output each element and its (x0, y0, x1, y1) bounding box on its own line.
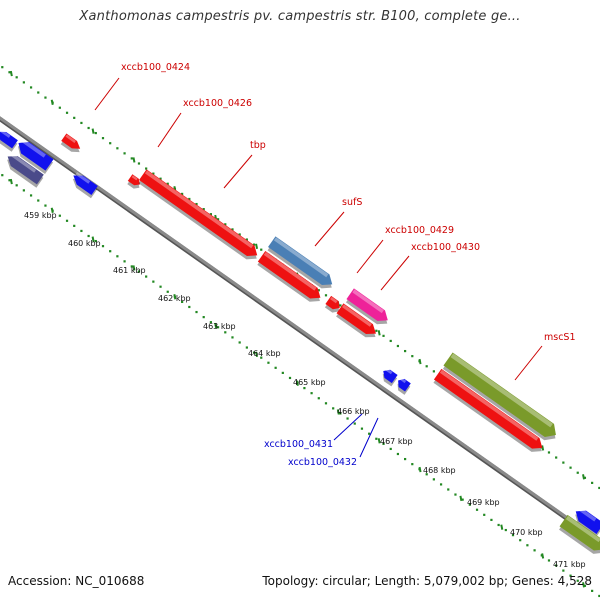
scale-label: 461 kbp (113, 266, 146, 275)
genome-backbone (0, 116, 600, 545)
gene-xccb100_0426[interactable] (126, 174, 143, 191)
gene-label-mscS1[interactable]: mscS1 (514, 332, 576, 381)
scale-label: 462 kbp (158, 294, 191, 303)
gene-label-text: tbp (250, 140, 266, 151)
dotted-track-lower (1, 174, 600, 598)
accession-text: Accession: NC_010688 (8, 574, 145, 588)
scale-label: 464 kbp (248, 349, 281, 358)
scale-label: 465 kbp (293, 378, 326, 387)
genes[interactable] (0, 128, 600, 559)
gene-label-text: xccb100_0430 (411, 242, 480, 253)
gene-label-xccb100_0426[interactable]: xccb100_0426 (157, 98, 252, 148)
scale-label: 467 kbp (380, 437, 413, 446)
gene-label-text: xccb100_0431 (264, 439, 333, 450)
genome-summary: Topology: circular; Length: 5,079,002 bp… (262, 574, 592, 588)
gene-label-xccb100_0431[interactable]: xccb100_0431 (264, 413, 363, 450)
gene-blue-left-1[interactable] (0, 128, 19, 152)
gene-blue-right[interactable] (570, 506, 600, 538)
scale-label: 463 kbp (203, 322, 236, 331)
gene-red-small[interactable] (324, 295, 344, 316)
scale-label: 471 kbp (553, 560, 586, 569)
gene-sufS[interactable] (266, 236, 337, 293)
gene-blue-left-2[interactable] (13, 137, 55, 174)
gene-label-text: mscS1 (544, 332, 576, 343)
gene-label-text: xccb100_0424 (121, 62, 190, 73)
gene-xccb100_0424[interactable] (60, 133, 84, 156)
gene-xccb100_0431[interactable] (379, 367, 399, 387)
scale-label: 468 kbp (423, 466, 456, 475)
gene-label-text: xccb100_0426 (183, 98, 252, 109)
gene-mscS1[interactable] (442, 352, 562, 444)
gene-red-under-mscS1[interactable] (432, 368, 547, 457)
gene-label-sufS[interactable]: sufS (314, 197, 362, 247)
scale-labels: 459 kbp 460 kbp 461 kbp 462 kbp 463 kbp 464 k… (24, 211, 586, 569)
scale-label: 466 kbp (337, 407, 370, 416)
gene-red-under-sufS[interactable] (256, 250, 325, 306)
gene-label-text: xccb100_0429 (385, 225, 454, 236)
gene-label-xccb100_0429[interactable]: xccb100_0429 (356, 225, 454, 274)
scale-label: 459 kbp (24, 211, 57, 220)
gene-label-tbp[interactable]: tbp (223, 140, 266, 189)
scale-label: 460 kbp (68, 239, 101, 248)
gene-blue-left-3[interactable] (68, 171, 99, 199)
gene-xccb100_0432[interactable] (393, 376, 412, 395)
gene-xccb100_0430[interactable] (335, 303, 381, 341)
gene-label-xccb100_0432[interactable]: xccb100_0432 (288, 417, 379, 468)
scale-label: 470 kbp (510, 528, 543, 537)
gene-label-xccb100_0424[interactable]: xccb100_0424 (94, 62, 190, 111)
gene-tbp[interactable] (137, 169, 262, 264)
gene-olive-right[interactable] (558, 514, 600, 559)
gene-purple-left[interactable] (2, 152, 45, 188)
gene-label-text: xccb100_0432 (288, 457, 357, 468)
scale-label: 469 kbp (467, 498, 500, 507)
map-title: Xanthomonas campestris pv. campestris st… (79, 9, 521, 24)
gene-label-xccb100_0430[interactable]: xccb100_0430 (380, 242, 480, 291)
gene-xccb100_0429[interactable] (345, 288, 393, 328)
gene-label-text: sufS (342, 197, 362, 208)
